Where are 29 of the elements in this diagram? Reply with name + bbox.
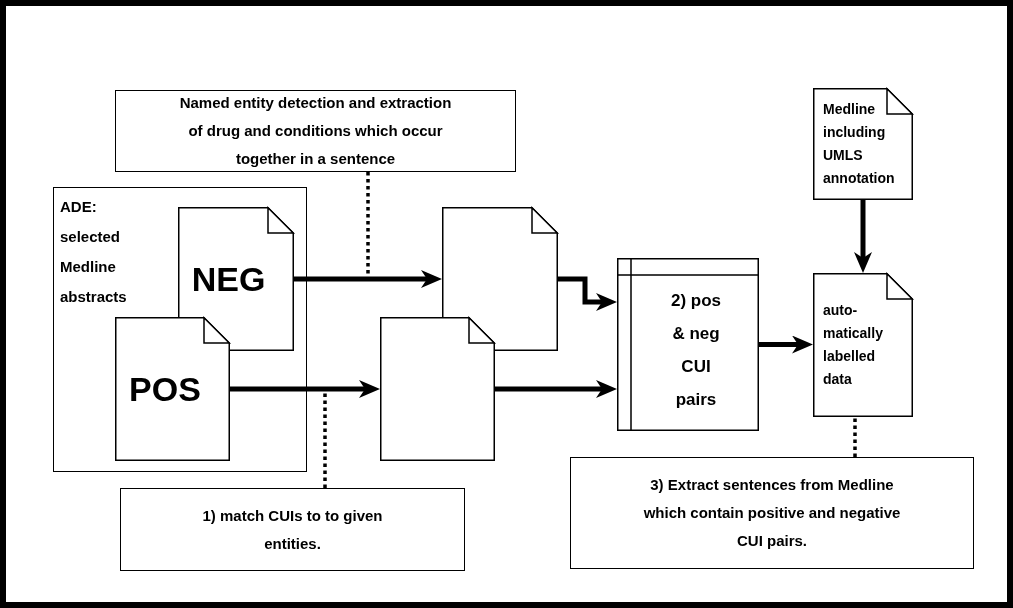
leader-line	[853, 417, 857, 457]
document-shape	[177, 206, 294, 351]
document-title: POS	[129, 368, 201, 409]
text-box	[115, 90, 516, 172]
document-shape	[442, 207, 558, 351]
arrow	[558, 276, 617, 311]
arrow	[759, 335, 813, 354]
arrow	[854, 200, 872, 273]
node-label: auto-matically labelled data	[823, 301, 884, 389]
text-box	[53, 187, 307, 472]
document-title: NEG	[191, 258, 266, 299]
arrow	[495, 380, 617, 398]
document-shape	[114, 316, 230, 461]
arrow	[230, 380, 380, 398]
node-label: ADE: selected Medline abstracts	[60, 197, 128, 307]
leader-line	[366, 172, 370, 277]
node-label: 3) Extract sentences from Medline which contain positive and negative CUI pairs.	[642, 475, 902, 551]
text-box	[120, 488, 465, 571]
document-shape	[813, 273, 913, 417]
node-label: 2) pos & neg CUI pairs	[669, 289, 723, 411]
node-label: 1) match CUIs to to given entities.	[201, 505, 384, 554]
document-shape	[380, 317, 495, 461]
data-store-box	[617, 258, 759, 431]
text-box	[570, 457, 974, 569]
node-label: Named entity detection and extraction of drug and conditions which occur together in a sentence	[178, 93, 453, 169]
node-label: Medline including UMLS annotation	[823, 100, 896, 188]
document-shape	[813, 88, 913, 200]
leader-line	[323, 392, 327, 488]
arrow	[294, 270, 442, 288]
